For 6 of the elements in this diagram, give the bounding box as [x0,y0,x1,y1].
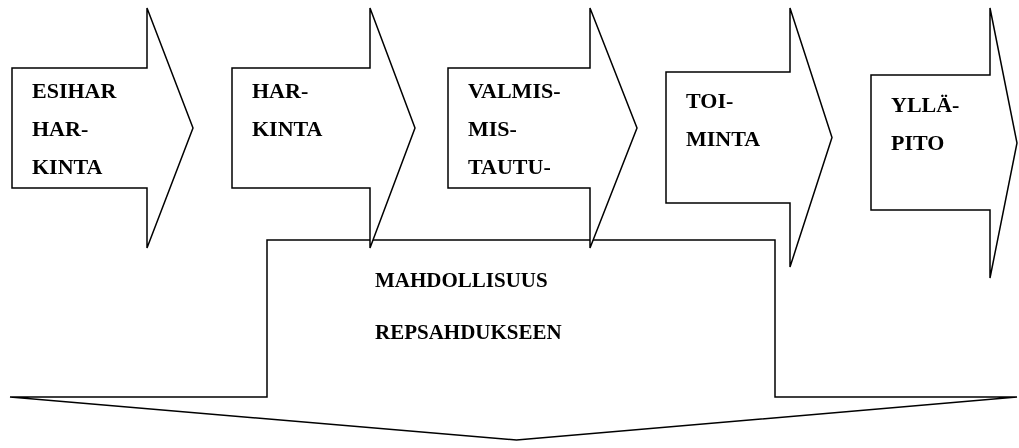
stage-label: YLLÄ- PITO [891,91,960,157]
stage-label: VALMIS- MIS- TAUTU- [468,77,561,181]
relapse-label: MAHDOLLISUUS REPSAHDUKSEEN [375,267,562,346]
stage-label: ESIHAR HAR- KINTA [32,77,117,181]
stage-label: TOI- MINTA [686,87,761,153]
stage-label: HAR- KINTA [252,77,323,143]
